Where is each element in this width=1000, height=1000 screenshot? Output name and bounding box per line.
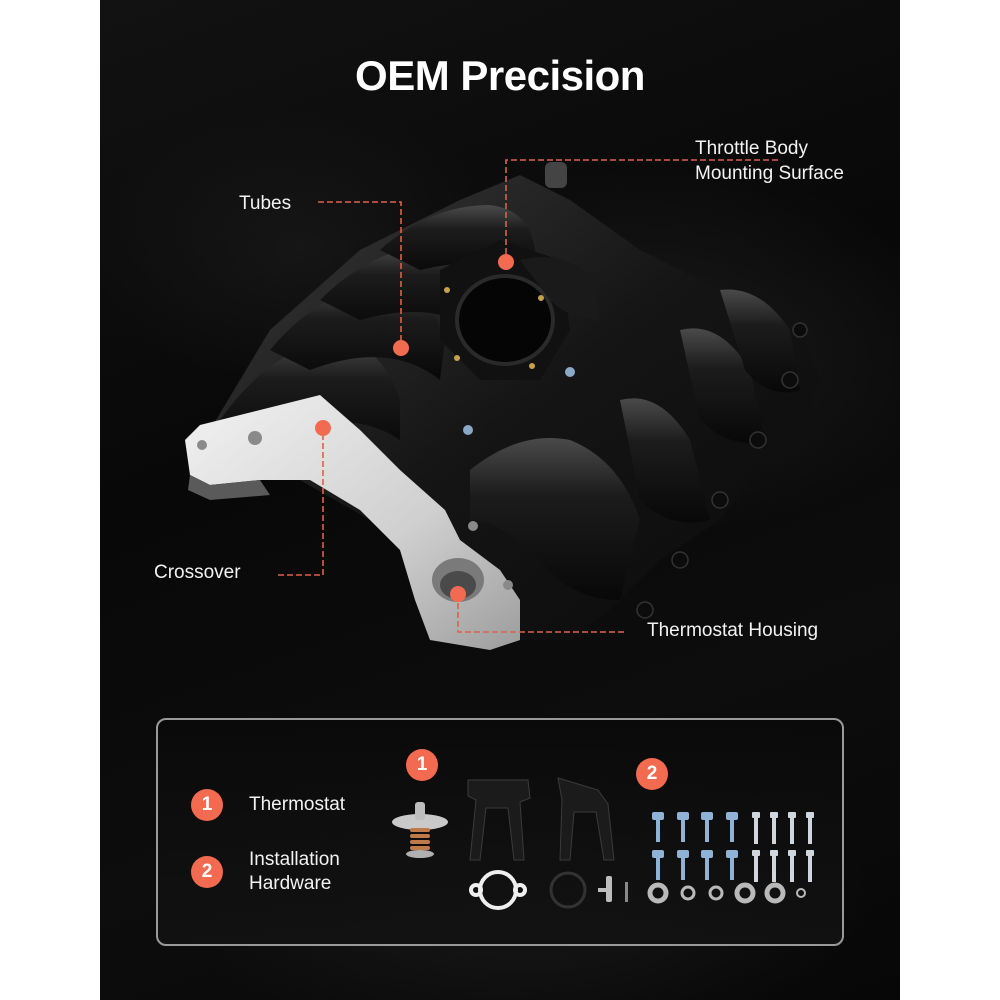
- group-badge-hardware: 2: [636, 758, 668, 790]
- callout-lines: [278, 159, 778, 633]
- legend-item-thermostat: 1 Thermostat: [191, 789, 345, 821]
- number-badge: 1: [191, 789, 223, 821]
- intake-manifold-illustration: [185, 159, 820, 650]
- callout-throttle-body: Throttle Body Mounting Surface: [695, 136, 844, 186]
- o-ring-icon: [549, 871, 587, 909]
- bracket-icon: [467, 777, 615, 861]
- product-panel: OEM Precision: [100, 0, 900, 1000]
- thermostat-icon: [392, 802, 448, 858]
- callout-tubes: Tubes: [239, 191, 291, 216]
- callout-dots: [315, 254, 514, 602]
- group-badge-thermostat: 1: [406, 749, 438, 781]
- callout-crossover: Crossover: [154, 560, 241, 585]
- callout-crossover-label: Crossover: [154, 562, 241, 583]
- gasket-icon: [469, 870, 527, 910]
- legend-label-line: Installation: [249, 849, 340, 870]
- callout-thermostat-housing-label: Thermostat Housing: [647, 620, 819, 641]
- number-badge: 2: [191, 856, 223, 888]
- fitting-icon: [598, 876, 628, 902]
- aluminium-crossover: [185, 395, 520, 650]
- washers-icon: [647, 882, 806, 904]
- legend-item-installation-hardware: 2 Installation Hardware: [191, 848, 340, 896]
- page-title: OEM Precision: [355, 52, 645, 99]
- included-parts-box: 1 Thermostat 2 Installation Hardware 1 2: [156, 718, 844, 946]
- legend-label-line: Thermostat: [249, 794, 346, 815]
- callout-throttle-body-line1: Throttle Body: [695, 138, 808, 159]
- callout-throttle-body-line2: Mounting Surface: [695, 163, 844, 184]
- callout-tubes-label: Tubes: [239, 193, 292, 214]
- callout-thermostat-housing: Thermostat Housing: [647, 618, 818, 643]
- legend-label-line: Hardware: [249, 873, 332, 894]
- legend-label: Thermostat: [249, 793, 345, 817]
- parts-illustration: [392, 777, 814, 910]
- bolts-icon: [652, 812, 814, 882]
- legend-label: Installation Hardware: [249, 848, 340, 896]
